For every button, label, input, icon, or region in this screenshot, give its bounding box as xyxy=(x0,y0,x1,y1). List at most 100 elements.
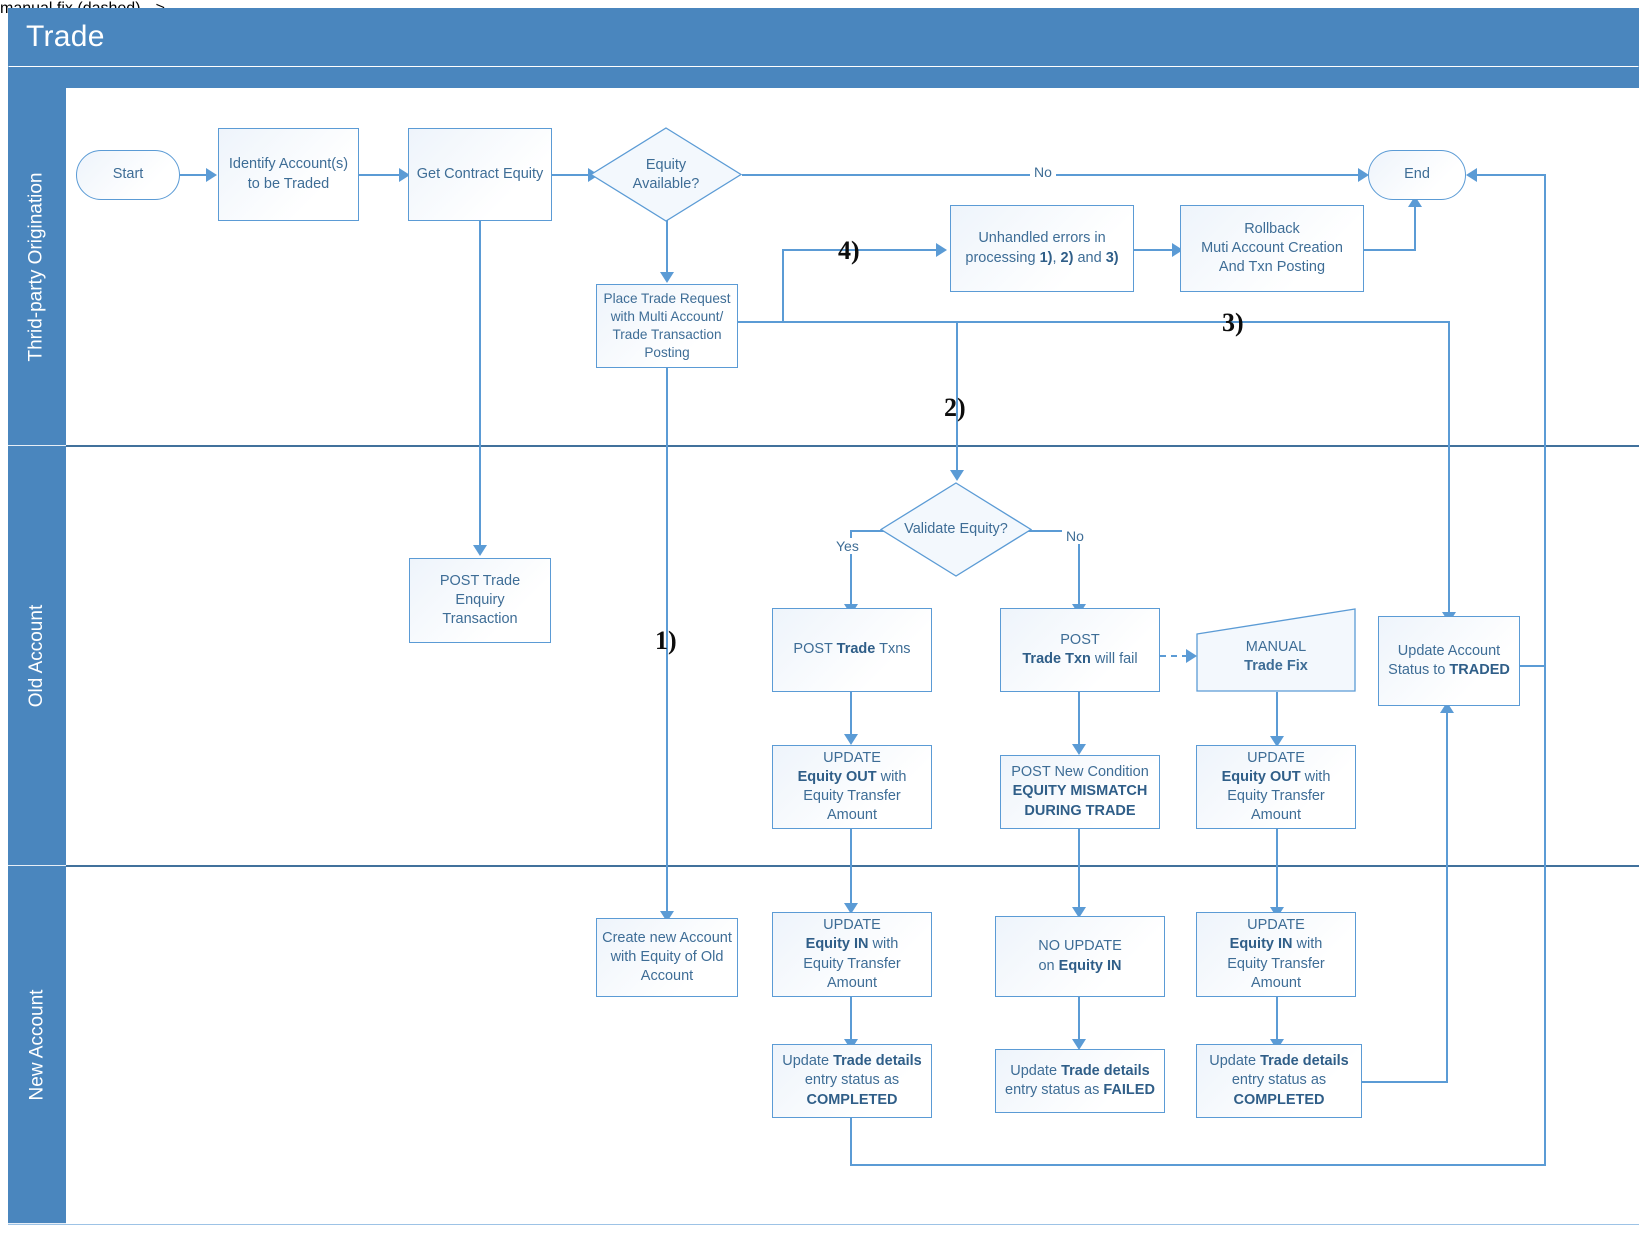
edge-postwillfail-to-newcond xyxy=(1078,690,1080,748)
arrowhead-equityin-yes xyxy=(844,903,858,914)
arrowhead-placetrade xyxy=(660,272,674,283)
arrowhead-end-from-rollback xyxy=(1408,196,1422,207)
lane-label-old-account-text: Old Account xyxy=(26,604,48,707)
node-start-label: Start xyxy=(112,166,144,183)
edge-label-equity-no: No xyxy=(1030,164,1056,180)
pool-title: Trade xyxy=(8,8,1639,66)
edge-equityavail-to-placetrade xyxy=(666,212,668,274)
edge-getequity-to-enquiry xyxy=(479,208,481,548)
edge-updatestatus-to-rail xyxy=(1520,665,1546,667)
arrowhead-noupdate xyxy=(1072,907,1086,918)
arrowhead-updatestatus-from-completed2 xyxy=(1440,702,1454,713)
edge-validate-yes-h xyxy=(850,530,912,532)
annotation-four: 4) xyxy=(838,236,860,265)
edge-posttradetxns-to-equityout xyxy=(850,690,852,738)
lane-label-new-account: New Account xyxy=(8,866,66,1224)
lane-label-third-party: Thrid-party Origination xyxy=(8,88,66,446)
edge-equityin-to-completed xyxy=(850,997,852,1043)
diamond-shape-validate-equity xyxy=(880,482,1032,577)
node-end-label: End xyxy=(1404,166,1430,183)
lane-divider-2 xyxy=(66,865,1639,867)
node-post-trade-txns[interactable]: POST Trade Txns xyxy=(772,608,932,692)
node-post-trade-txns-label: POST Trade Txns xyxy=(793,641,911,658)
edge-completed2-to-updatestatus-h xyxy=(1362,1081,1448,1083)
edge-rollback-to-end-h xyxy=(1364,249,1416,251)
edge-postwillfail-to-manualfix xyxy=(1160,655,1188,657)
edge-equityout-to-equityin xyxy=(850,829,852,907)
pool-title-band xyxy=(8,67,1639,88)
lane-label-third-party-text: Thrid-party Origination xyxy=(26,171,47,362)
node-validate-equity[interactable]: Validate Equity? xyxy=(880,482,1032,577)
edge-label-validate-yes: Yes xyxy=(832,538,863,554)
arrowhead-rollback xyxy=(1172,243,1183,257)
lane-divider-1 xyxy=(66,445,1639,447)
lane-label-old-account: Old Account xyxy=(8,446,66,866)
edge-completed2-to-updatestatus-v xyxy=(1446,712,1448,1083)
annotation-three: 3) xyxy=(1222,308,1244,337)
diamond-shape-equity-available xyxy=(590,127,742,222)
edge-label-validate-no: No xyxy=(1062,528,1088,544)
edge-identify-to-getequity xyxy=(359,174,401,176)
node-get-contract-equity[interactable]: Get Contract Equity xyxy=(408,128,552,221)
edge-completed-to-end-h xyxy=(850,1164,1546,1166)
arrowhead-getequity xyxy=(399,168,410,182)
arrowhead-equityout-fix xyxy=(1270,736,1284,747)
manual-operation-shape xyxy=(1196,608,1356,692)
node-start[interactable]: Start xyxy=(76,150,180,200)
arrowhead-manualfix xyxy=(1186,649,1197,663)
arrowhead-enquiry xyxy=(473,545,487,556)
arrowhead-trade-failed xyxy=(1072,1039,1086,1050)
lane-label-new-account-text: New Account xyxy=(26,989,47,1100)
arrowhead-newcond xyxy=(1072,744,1086,755)
edge-validate-yes-v xyxy=(850,530,852,608)
edge-2-v xyxy=(956,321,958,473)
edge-1-v xyxy=(666,368,668,915)
node-validate-equity-label: Validate Equity? xyxy=(904,521,1008,538)
arrowhead-equityout-yes xyxy=(844,734,858,745)
arrowhead-end-from-no xyxy=(1358,168,1369,182)
node-identify-accounts[interactable]: Identify Account(s)to be Traded xyxy=(218,128,359,221)
edge-placetrade-to-3-h xyxy=(738,321,1450,323)
node-end[interactable]: End xyxy=(1368,150,1466,200)
arrowhead-end-from-completed xyxy=(1466,168,1477,182)
edge-unhandled-to-rollback xyxy=(1134,249,1176,251)
edge-completed-to-end-v1 xyxy=(850,1118,852,1166)
edge-loop4-v xyxy=(782,249,784,323)
node-get-contract-equity-label: Get Contract Equity xyxy=(416,165,544,182)
arrowhead-validate-equity xyxy=(950,470,964,481)
arrowhead-identify xyxy=(206,168,217,182)
